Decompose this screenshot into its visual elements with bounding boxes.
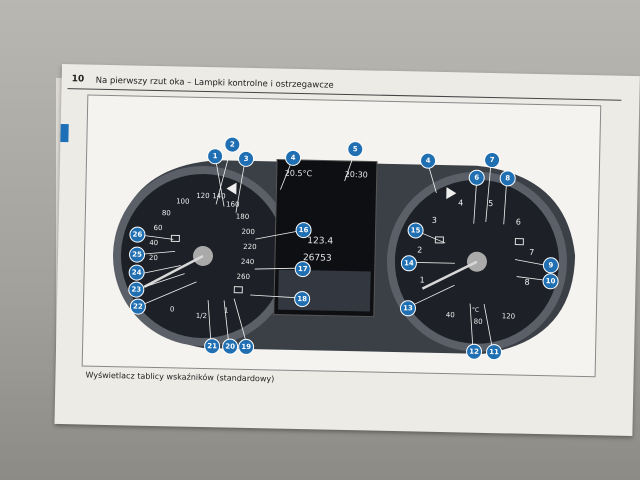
tach-label-5: 5 <box>488 199 493 208</box>
speed-label-220: 220 <box>243 243 257 251</box>
tach-label-7: 7 <box>529 248 534 257</box>
temp-label-unit: °C <box>472 307 479 314</box>
fuel-label-full: 1 <box>224 306 229 314</box>
tachometer-needle <box>421 260 478 290</box>
speed-label-40: 40 <box>149 239 158 247</box>
speed-label-100: 100 <box>176 197 190 205</box>
temp-label-120: 120 <box>502 312 516 320</box>
section-tab <box>60 123 69 143</box>
display-odometer: 26753 <box>303 253 332 264</box>
warning-lamp-icon <box>170 234 180 243</box>
display-trip: 123.4 <box>307 236 333 247</box>
display-time: 20:30 <box>345 170 368 179</box>
speed-label-260: 260 <box>237 273 251 281</box>
fuel-label-half: 1/2 <box>196 312 207 320</box>
figure-caption: Wyświetlacz tablicy wskaźników (standard… <box>85 370 275 384</box>
speed-label-60: 60 <box>154 224 163 232</box>
page-header-title: Na pierwszy rzut oka – Lampki kontrolne … <box>95 75 334 91</box>
tach-label-1: 1 <box>419 276 424 285</box>
speed-label-20: 20 <box>149 254 158 262</box>
brake-warning-icon <box>514 238 524 246</box>
headlamp-icon <box>233 286 243 294</box>
parking-brake-icon <box>434 236 444 244</box>
tach-label-2: 2 <box>417 245 422 254</box>
speed-label-120: 120 <box>196 192 210 200</box>
manual-page: 10 Na pierwszy rzut oka – Lampki kontrol… <box>54 64 640 437</box>
left-turn-indicator-icon <box>226 182 237 195</box>
speed-label-180: 180 <box>236 213 250 221</box>
temp-label-40: 40 <box>446 311 455 319</box>
tach-label-6: 6 <box>516 218 521 227</box>
display-lower-area <box>277 269 371 312</box>
right-turn-indicator-icon <box>446 187 457 200</box>
speed-label-160: 160 <box>226 200 240 208</box>
speed-label-80: 80 <box>162 209 171 217</box>
speedometer-needle <box>143 254 204 288</box>
tach-label-8: 8 <box>524 278 529 287</box>
tach-label-3: 3 <box>432 216 437 225</box>
page-number: 10 <box>71 74 85 85</box>
instrument-cluster-figure: 20.5°C 20:30 123.4 26753 100 120 140 160… <box>81 94 602 378</box>
instrument-cluster-illustration: 20.5°C 20:30 123.4 26753 100 120 140 160… <box>113 146 576 354</box>
temp-label-80: 80 <box>474 318 483 326</box>
speed-label-240: 240 <box>241 258 255 266</box>
fuel-label-empty: 0 <box>170 305 175 313</box>
tach-label-4: 4 <box>458 198 463 207</box>
speed-label-140: 140 <box>212 192 226 200</box>
display-temperature: 20.5°C <box>285 169 313 179</box>
speed-label-200: 200 <box>241 228 255 236</box>
